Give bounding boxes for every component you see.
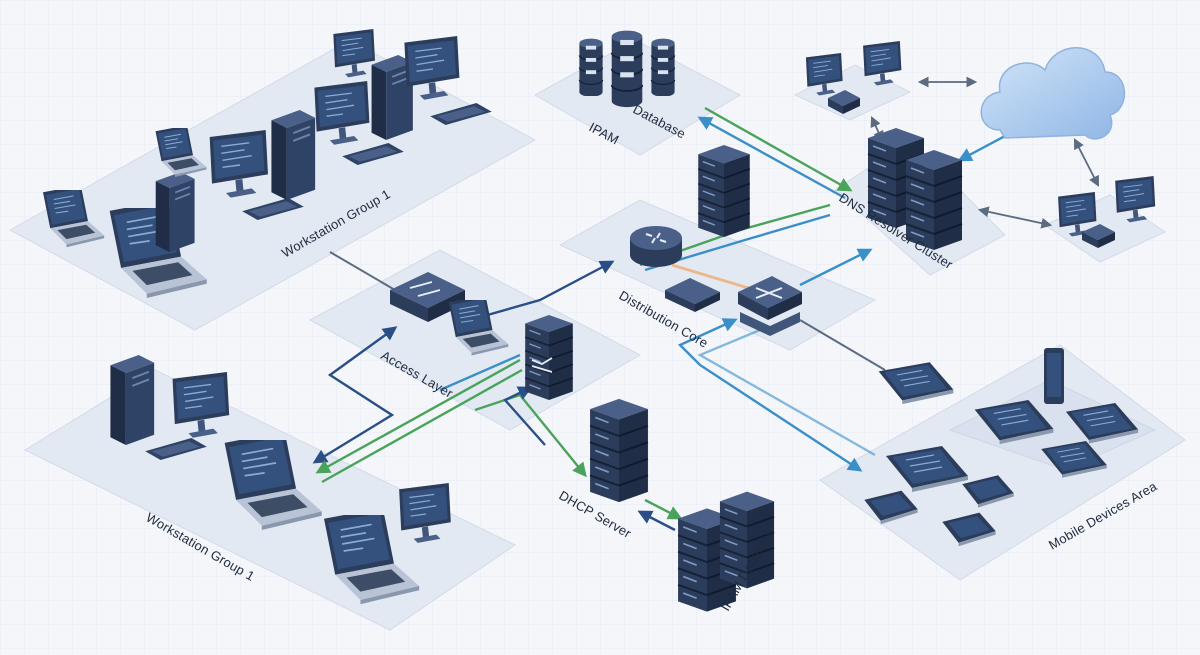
link-access-to-router: [469, 260, 615, 322]
hub-icon[interactable]: [1082, 224, 1115, 248]
link-ws-bottom-access-green2: [321, 368, 523, 484]
router-icon[interactable]: [630, 226, 682, 267]
link-ipam-dns-blue: [697, 116, 846, 200]
link-ipam-dhcp-dark: [637, 510, 676, 532]
link-cloud-client-right: [1074, 138, 1099, 187]
link-switch-mobile-b: [697, 328, 876, 457]
link-ws-top-access: [329, 251, 396, 291]
link-dns-client-right: [977, 206, 1053, 229]
link-router-switch-orange: [671, 263, 756, 292]
database-icon[interactable]: [650, 38, 676, 97]
phone-icon[interactable]: [1044, 348, 1064, 404]
desktop-tower-icon[interactable]: [270, 110, 317, 200]
switch-icon[interactable]: [390, 272, 465, 322]
desktop-tower-icon[interactable]: [109, 355, 156, 445]
server-rack-icon[interactable]: [697, 145, 751, 237]
link-ipam-dns-green: [704, 106, 853, 192]
server-rack-icon[interactable]: [524, 315, 574, 400]
link-switch-mobile-a: [677, 318, 863, 472]
client-right: [1057, 175, 1156, 248]
link-ws-bottom-access-dark: [312, 326, 398, 464]
platform-mobile-inner: [948, 379, 1157, 471]
database-icon[interactable]: [610, 29, 644, 109]
connections: [312, 76, 1099, 532]
link-access-core-light: [439, 353, 521, 392]
database-icon[interactable]: [578, 38, 604, 97]
hub-icon[interactable]: [828, 90, 860, 114]
link-switch-tablet: [799, 319, 886, 371]
network-appliance-icon[interactable]: [665, 278, 720, 312]
server-rack-icon[interactable]: [589, 398, 649, 503]
link-switch-dns: [799, 248, 873, 287]
shuffle-icon: [531, 357, 553, 373]
cloud-icon[interactable]: [980, 47, 1126, 140]
desktop-tower-icon[interactable]: [154, 172, 196, 252]
client-top: [805, 40, 902, 114]
link-ws-bottom-access-green: [315, 358, 521, 474]
link-dhcp-ipam-green: [644, 498, 683, 520]
link-dhcp-access-dark: [503, 386, 546, 446]
switch-icon[interactable]: [738, 276, 802, 336]
